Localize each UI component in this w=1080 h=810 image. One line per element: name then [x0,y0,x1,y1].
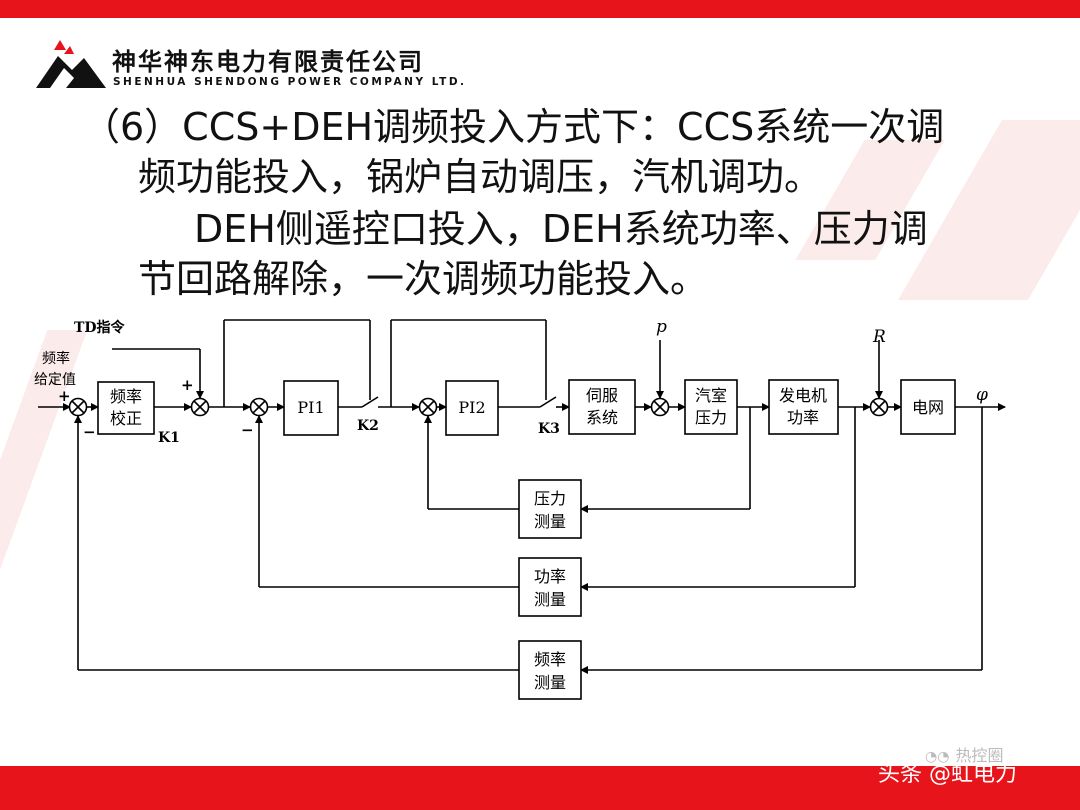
control-block-diagram: TD指令 频率 给定值 频率 校正 PI1 PI2 伺服 系统 汽室 压力 发电… [34,317,1006,700]
steam-pressure-label: 压力 [695,408,727,427]
summing-junction [869,397,889,417]
body-text-line1: （6）CCS+DEH调频投入方式下：CCS系统一次调 [82,105,945,149]
servo-system-label: 系统 [586,408,618,427]
body-text-line4: 节回路解除，一次调频功能投入。 [138,257,709,301]
pressure-measurement-label: 压力 [534,489,566,508]
generator-power-label: 发电机 [779,386,827,405]
r-label: R [872,327,886,347]
power-measurement-label: 测量 [534,590,566,609]
plus-sign: + [58,387,71,405]
freq-correction-block [97,381,155,435]
summing-junction [68,397,88,417]
summing-junction [650,397,670,417]
k2-label: K2 [357,418,379,434]
summing-junction [418,397,438,417]
source-credit: 头条 @虹电力 [878,762,1017,787]
generator-power-block [768,379,839,435]
freq-correction-label: 频率 [110,387,142,406]
pressure-measurement-label: 测量 [534,512,566,531]
frequency-measurement-label: 频率 [534,650,566,669]
freq-correction-label: 校正 [110,409,142,428]
grid-label: 电网 [912,398,944,417]
frequency-measurement-block [518,640,582,700]
td-command-label: TD指令 [74,319,126,336]
top-red-bar [0,0,1080,18]
freq-setpoint-label: 频率 [42,350,70,367]
minus-sign: − [241,421,254,439]
k1-label: K1 [158,430,180,446]
power-measurement-label: 功率 [534,567,566,586]
frequency-measurement-label: 测量 [534,673,566,692]
generator-power-label: 功率 [787,408,819,427]
servo-system-block [568,379,636,435]
company-name-en: SHENHUA SHENDONG POWER COMPANY LTD. [113,76,467,88]
plus-sign: + [181,376,194,394]
minus-sign: − [83,423,96,441]
wechat-watermark: ◔◔热控圈 [925,746,1004,765]
steam-pressure-label: 汽室 [695,386,727,405]
summing-junction [190,397,210,417]
body-text-line2: 频功能投入，锅炉自动调压，汽机调功。 [138,155,823,199]
pi1-block [283,380,339,436]
grid-block [900,379,956,435]
bottom-red-bar [0,766,1080,810]
pi2-block [445,380,499,436]
pi2-label: PI2 [458,398,485,417]
summing-junction [249,397,269,417]
pressure-measurement-block [518,479,582,539]
company-logo [36,40,106,88]
k3-label: K3 [538,421,560,437]
freq-setpoint-label: 给定值 [34,372,76,388]
body-text-line3: DEH侧遥控口投入，DEH系统功率、压力调 [194,207,928,251]
pi1-label: PI1 [297,398,324,417]
company-name-cn: 神华神东电力有限责任公司 [112,48,424,76]
wechat-icon: ◔◔ [925,749,950,765]
phi-label: φ [976,385,988,405]
steam-chamber-pressure-block [684,379,738,435]
power-measurement-block [518,557,582,617]
p-label: p [656,317,667,337]
servo-system-label: 伺服 [586,386,618,405]
